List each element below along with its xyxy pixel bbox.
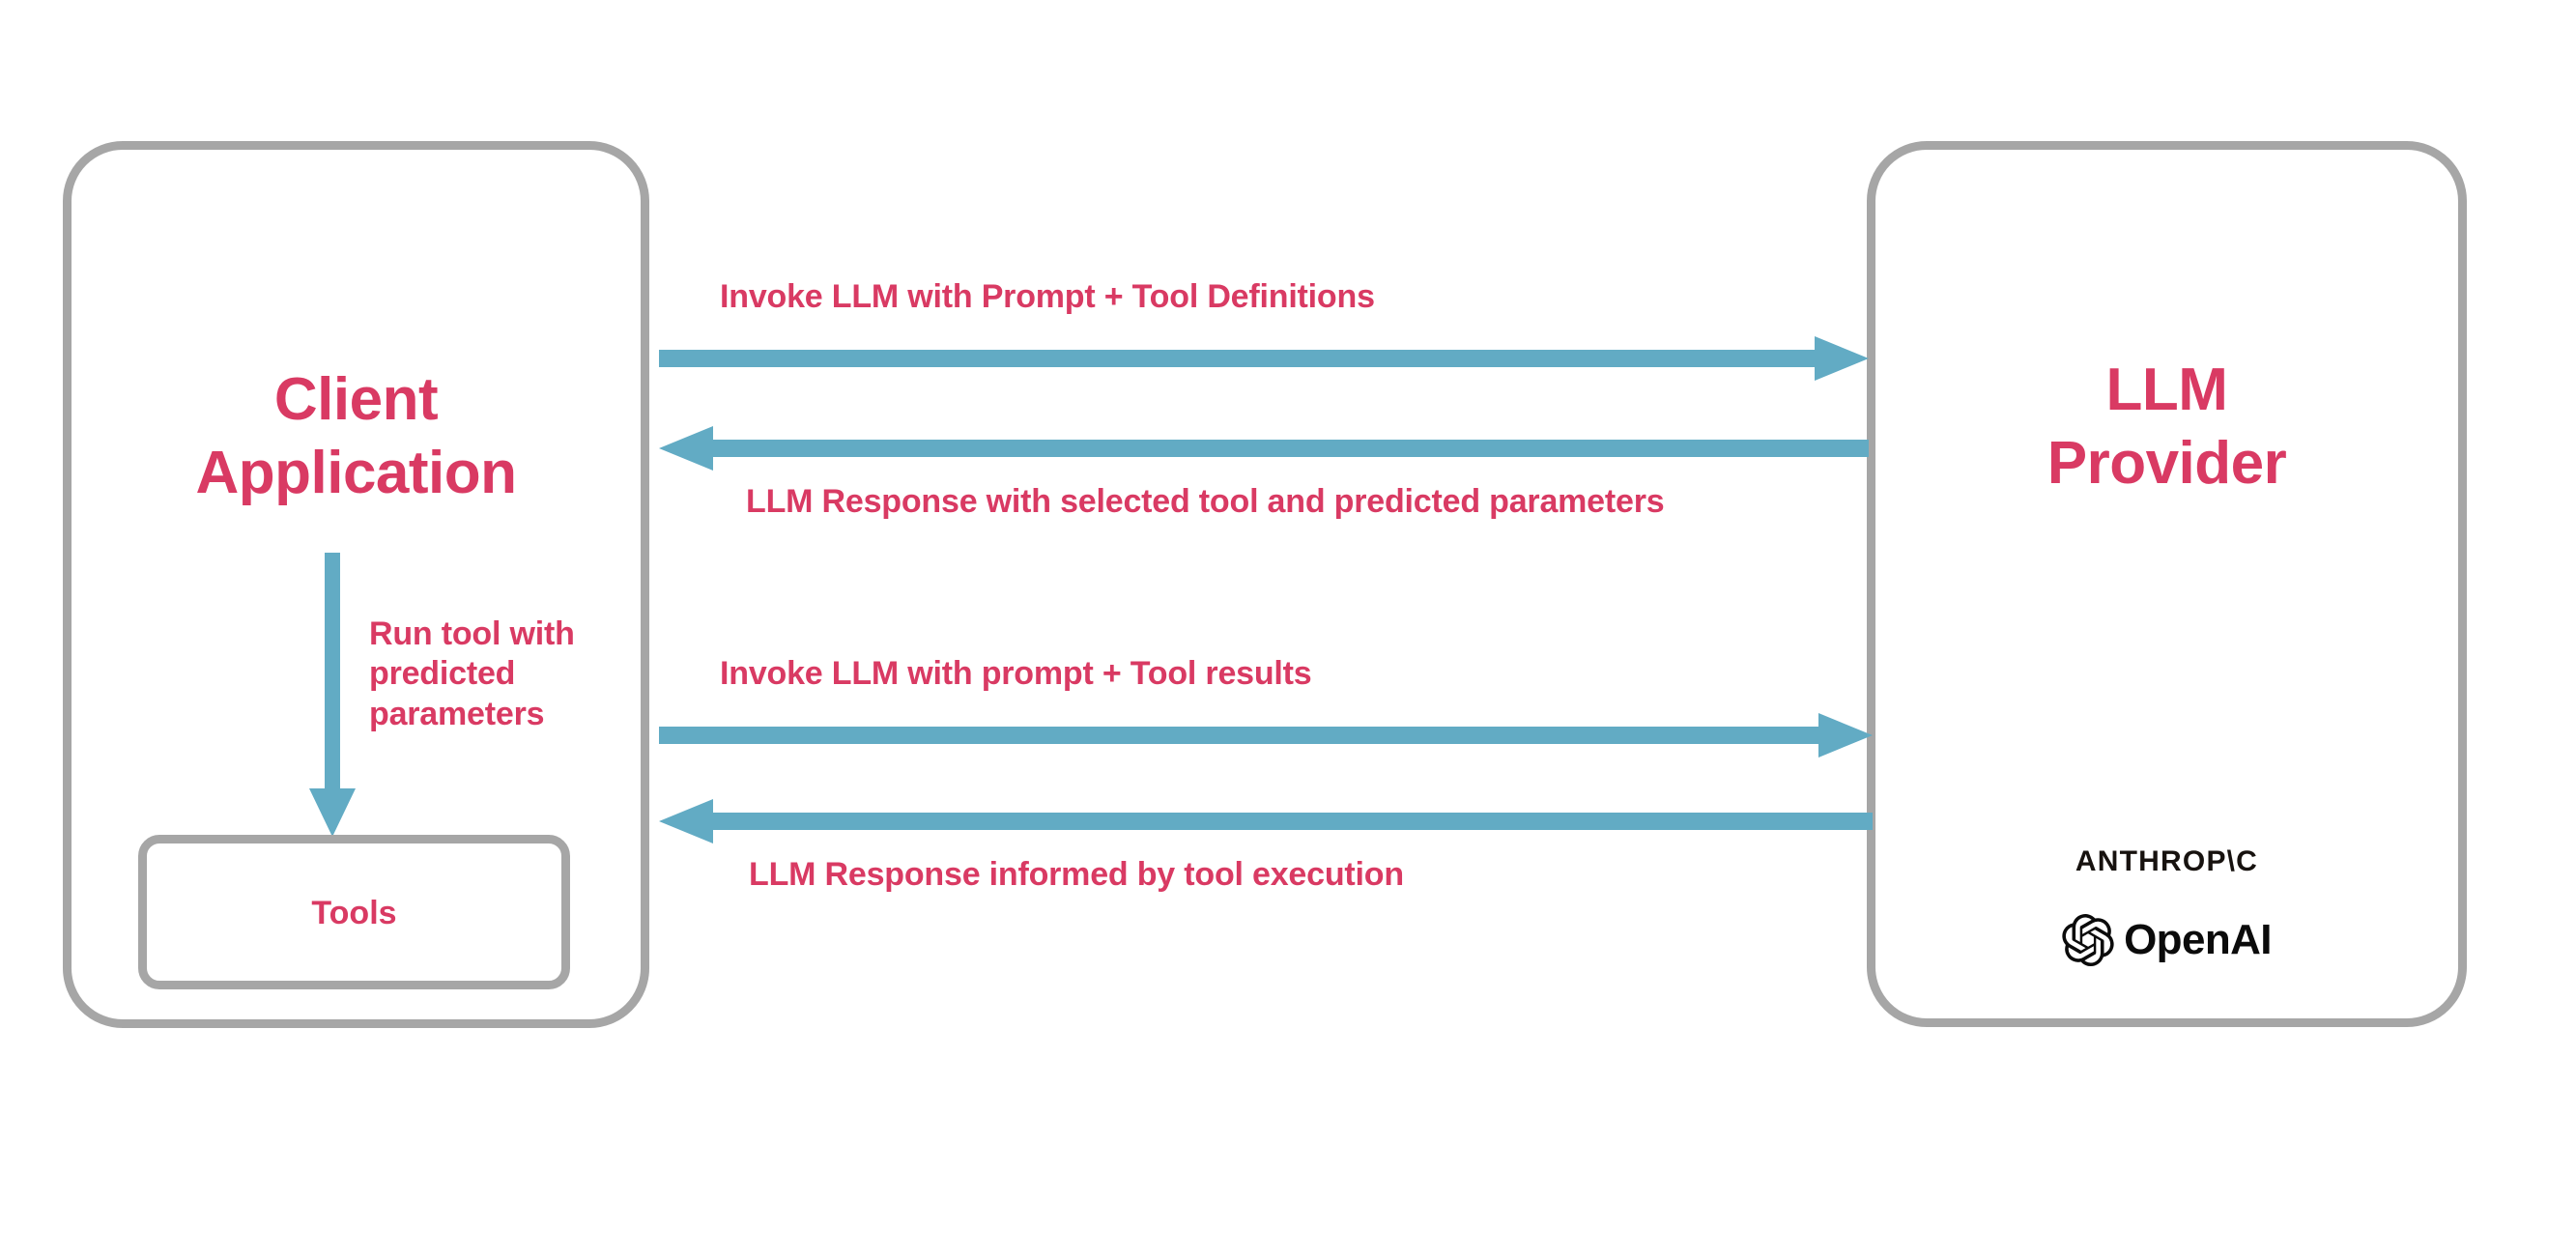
llm-provider-title: LLM Provider	[2046, 357, 2287, 497]
openai-wordmark: OpenAI	[2124, 916, 2272, 963]
message-3-label: Invoke LLM with prompt + Tool results	[720, 655, 1312, 692]
message-1-arrow	[659, 336, 1869, 381]
openai-logo: OpenAI	[1867, 910, 2467, 970]
message-2-label: LLM Response with selected tool and pred…	[746, 483, 1665, 520]
tools-box	[138, 835, 570, 989]
message-3-arrow	[659, 713, 1873, 758]
tools-label: Tools	[311, 895, 397, 931]
openai-mark-icon	[2062, 914, 2114, 966]
message-2-arrow	[659, 426, 1869, 471]
message-4-label: LLM Response informed by tool execution	[749, 856, 1404, 893]
run-tool-arrow	[301, 553, 363, 839]
message-4-arrow	[659, 799, 1873, 843]
llm-provider-box	[1867, 141, 2467, 1027]
client-application-title: Client Application	[195, 366, 517, 506]
message-1-label: Invoke LLM with Prompt + Tool Definition…	[720, 278, 1375, 315]
run-tool-arrow-label: Run tool with predicted parameters	[369, 615, 575, 732]
anthropic-logo: ANTHROP\C	[2075, 845, 2259, 877]
